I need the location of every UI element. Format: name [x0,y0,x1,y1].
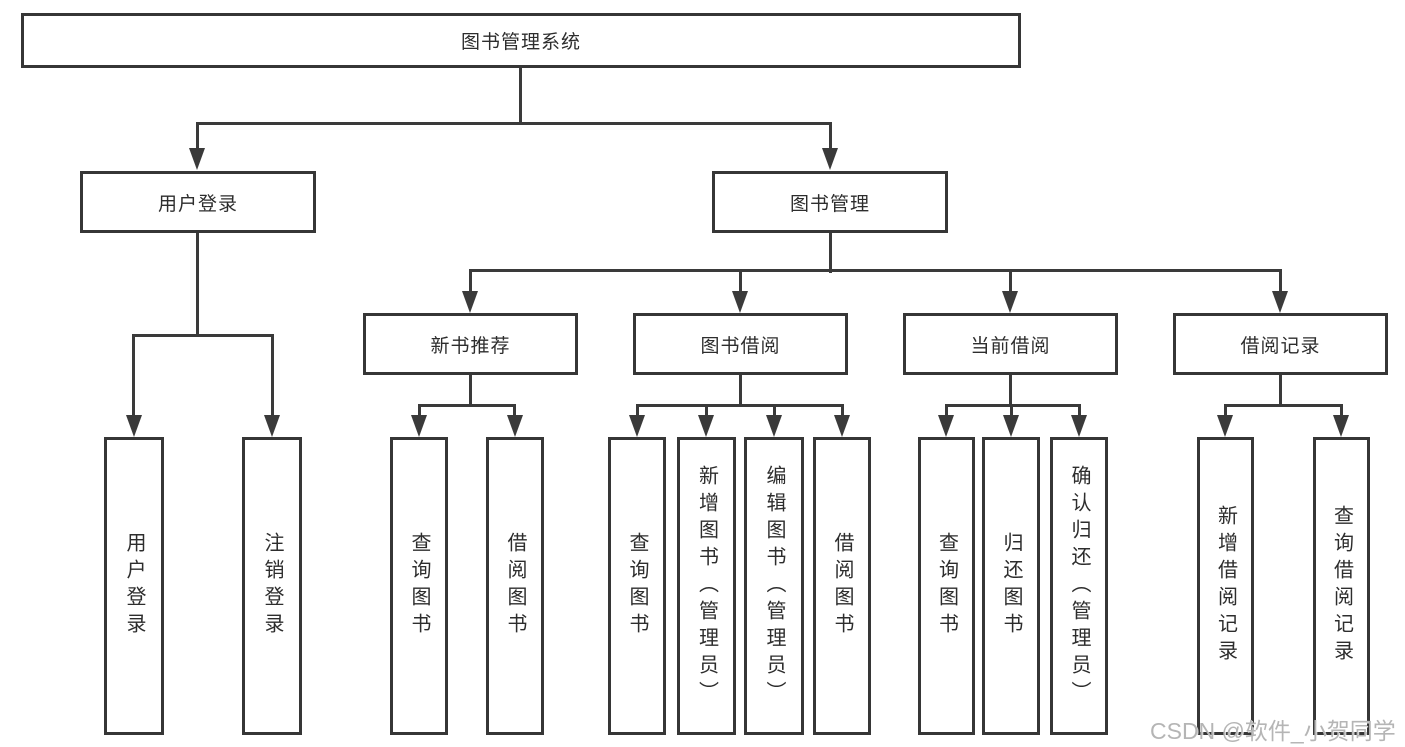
connector-borrowing-horizontal [636,404,843,407]
leaf-edit-books-admin: 编辑图书（管理员） [744,437,804,735]
arrow-down-icon [264,415,280,437]
connector-newbook-horizontal [418,404,516,407]
node-user-login: 用户登录 [80,171,316,233]
connector-records-drop-2 [1340,404,1343,417]
node-book-borrowing: 图书借阅 [633,313,848,375]
connector-borrowing-vertical [739,375,742,406]
leaf-recommend-query-books: 查询图书 [390,437,448,735]
arrow-down-icon [698,415,714,437]
arrow-down-icon [766,415,782,437]
arrow-down-icon [411,415,427,437]
node-book-management: 图书管理 [712,171,948,233]
leaf-query-borrow-record: 查询借阅记录 [1313,437,1370,735]
connector-newbook-vertical [469,375,472,406]
connector-root-drop-right [829,122,832,150]
connector-userlogin-vertical [196,233,199,336]
leaf-return-books: 归还图书 [982,437,1040,735]
connector-userlogin-drop-2 [271,334,274,417]
arrow-down-icon [189,148,205,170]
connector-root-drop-left [196,122,199,150]
leaf-borrowing-query-books: 查询图书 [608,437,666,735]
arrow-down-icon [507,415,523,437]
connector-records-horizontal [1224,404,1342,407]
connector-records-drop-1 [1224,404,1227,417]
arrow-down-icon [822,148,838,170]
arrow-down-icon [732,291,748,313]
node-current-borrowing: 当前借阅 [903,313,1118,375]
connector-root-horizontal [196,122,832,125]
connector-current-drop-1 [945,404,948,417]
leaf-borrowing-borrow-books: 借阅图书 [813,437,871,735]
arrow-down-icon [462,291,478,313]
leaf-add-books-admin: 新增图书（管理员） [677,437,736,735]
arrow-down-icon [938,415,954,437]
connector-bookmgmt-vertical [829,233,832,273]
connector-borrowing-drop-1 [636,404,639,417]
leaf-logout: 注销登录 [242,437,302,735]
leaf-confirm-return-admin: 确认归还（管理员） [1050,437,1108,735]
connector-bookmgmt-horizontal [469,269,1282,272]
leaf-current-query-books: 查询图书 [918,437,975,735]
arrow-down-icon [1333,415,1349,437]
connector-bookmgmt-drop-4 [1279,269,1282,293]
connector-current-vertical [1009,375,1012,406]
connector-bookmgmt-drop-3 [1009,269,1012,293]
arrow-down-icon [1003,415,1019,437]
leaf-add-borrow-record: 新增借阅记录 [1197,437,1254,735]
connector-bookmgmt-drop-1 [469,269,472,293]
arrow-down-icon [1002,291,1018,313]
node-library-management-system: 图书管理系统 [21,13,1021,68]
arrow-down-icon [1272,291,1288,313]
leaf-user-login: 用户登录 [104,437,164,735]
connector-bookmgmt-drop-2 [739,269,742,293]
arrow-down-icon [1217,415,1233,437]
connector-borrowing-drop-3 [773,404,776,417]
connector-userlogin-drop-1 [132,334,135,417]
arrow-down-icon [629,415,645,437]
connector-borrowing-drop-4 [841,404,844,417]
connector-current-drop-2 [1010,404,1013,417]
arrow-down-icon [126,415,142,437]
connector-root-vertical [519,68,522,124]
connector-current-drop-3 [1078,404,1081,417]
connector-newbook-drop-1 [418,404,421,417]
connector-newbook-drop-2 [513,404,516,417]
arrow-down-icon [1071,415,1087,437]
connector-borrowing-drop-2 [705,404,708,417]
connector-records-vertical [1279,375,1282,406]
leaf-recommend-borrow-books: 借阅图书 [486,437,544,735]
node-new-book-recommend: 新书推荐 [363,313,578,375]
arrow-down-icon [834,415,850,437]
node-borrowing-records: 借阅记录 [1173,313,1388,375]
connector-userlogin-horizontal [132,334,274,337]
watermark: CSDN @软件_小贺同学 [1150,718,1396,744]
